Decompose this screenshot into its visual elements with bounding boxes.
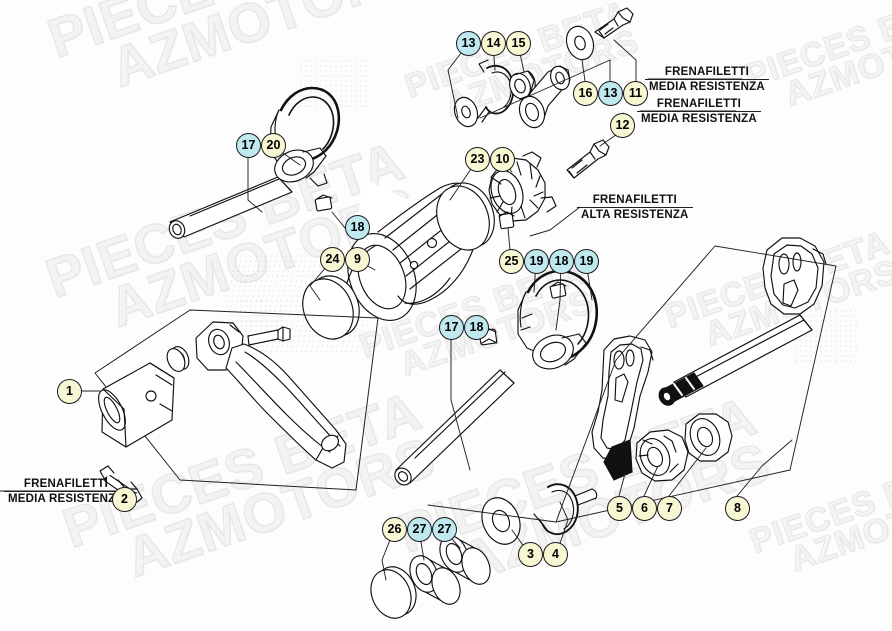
part-drum-shaft xyxy=(658,237,827,406)
part-ratchet-assembly xyxy=(635,413,733,482)
callout-18[interactable]: 18 xyxy=(345,215,370,240)
part-return-spring xyxy=(533,483,598,536)
callout-number: 23 xyxy=(470,152,485,167)
callout-number: 2 xyxy=(121,492,128,507)
part-stopper-5 xyxy=(603,439,633,481)
annotation-frenafiletti-media-3: FRENAFILETTI MEDIA RESISTENZA xyxy=(4,478,128,505)
callout-number: 19 xyxy=(529,254,544,269)
callout-27-b[interactable]: 27 xyxy=(432,517,457,542)
part-washer-3 xyxy=(481,497,521,545)
callout-number: 5 xyxy=(616,501,623,516)
callout-26[interactable]: 26 xyxy=(382,517,407,542)
annotation-line2: MEDIA RESISTENZA xyxy=(641,113,757,125)
callout-number: 4 xyxy=(552,547,559,562)
part-shift-rod-lower xyxy=(394,369,515,486)
callout-17-b[interactable]: 17 xyxy=(439,315,464,340)
annotation-line1: FRENAFILETTI xyxy=(4,478,128,492)
annotation-frenafiletti-media-1: FRENAFILETTI MEDIA RESISTENZA xyxy=(645,66,769,93)
annotation-line2: MEDIA RESISTENZA xyxy=(649,81,765,93)
part-bearing-stack xyxy=(370,535,491,619)
callout-number: 6 xyxy=(641,501,648,516)
callout-number: 24 xyxy=(325,252,340,267)
callout-number: 1 xyxy=(66,384,73,399)
callout-number: 16 xyxy=(578,86,593,101)
annotation-frenafiletti-media-2: FRENAFILETTI MEDIA RESISTENZA xyxy=(637,98,761,125)
callout-16[interactable]: 16 xyxy=(573,81,598,106)
callout-13[interactable]: 13 xyxy=(456,31,481,56)
callout-number: 14 xyxy=(486,36,501,51)
callout-number: 8 xyxy=(734,501,741,516)
callout-27[interactable]: 27 xyxy=(407,517,432,542)
annotation-line1: FRENAFILETTI xyxy=(577,194,693,208)
callout-number: 15 xyxy=(511,36,526,51)
callout-17[interactable]: 17 xyxy=(236,133,261,158)
part-shift-fork-middle xyxy=(517,269,598,370)
annotation-line2: MEDIA RESISTENZA xyxy=(8,493,124,505)
callout-number: 18 xyxy=(469,320,484,335)
callout-number: 17 xyxy=(444,320,459,335)
callout-3[interactable]: 3 xyxy=(518,542,543,567)
callout-number: 7 xyxy=(666,501,673,516)
part-index-plate xyxy=(488,151,557,222)
callout-number: 18 xyxy=(554,254,569,269)
callout-13-b[interactable]: 13 xyxy=(598,81,623,106)
callout-number: 18 xyxy=(350,220,365,235)
annotation-line1: FRENAFILETTI xyxy=(637,98,761,112)
annotation-frenafiletti-alta: FRENAFILETTI ALTA RESISTENZA xyxy=(577,194,693,221)
callout-number: 12 xyxy=(615,118,630,133)
callout-8[interactable]: 8 xyxy=(725,496,750,521)
callout-number: 11 xyxy=(628,86,643,101)
callout-12[interactable]: 12 xyxy=(610,113,635,138)
part-detent-pin xyxy=(498,211,515,230)
callout-number: 27 xyxy=(437,522,452,537)
annotation-line2: ALTA RESISTENZA xyxy=(581,209,689,221)
part-bolt-12 xyxy=(566,139,610,179)
callout-number: 13 xyxy=(461,36,476,51)
callout-15[interactable]: 15 xyxy=(506,31,531,56)
callout-18-c[interactable]: 18 xyxy=(464,315,489,340)
callout-9[interactable]: 9 xyxy=(345,247,370,272)
part-shift-rod-upper xyxy=(168,171,297,239)
callout-20[interactable]: 20 xyxy=(261,133,286,158)
callout-number: 27 xyxy=(412,522,427,537)
callout-14[interactable]: 14 xyxy=(481,31,506,56)
part-drum-bearing xyxy=(302,275,360,340)
annotation-line1: FRENAFILETTI xyxy=(645,66,769,80)
callout-number: 17 xyxy=(241,138,256,153)
callout-4[interactable]: 4 xyxy=(543,542,568,567)
group-outline-3-4 xyxy=(427,504,557,523)
callout-number: 9 xyxy=(354,252,361,267)
callout-11[interactable]: 11 xyxy=(623,81,648,106)
part-top-linkage-group xyxy=(453,7,634,129)
callout-23[interactable]: 23 xyxy=(465,147,490,172)
callout-5[interactable]: 5 xyxy=(607,496,632,521)
part-seal-ring xyxy=(436,182,495,251)
callout-number: 26 xyxy=(387,522,402,537)
part-shift-pedal-assembly xyxy=(94,309,379,503)
callout-number: 13 xyxy=(603,86,618,101)
callout-24[interactable]: 24 xyxy=(320,247,345,272)
callout-19-b[interactable]: 19 xyxy=(574,249,599,274)
callout-1[interactable]: 1 xyxy=(57,379,82,404)
callout-number: 19 xyxy=(579,254,594,269)
callout-number: 10 xyxy=(495,152,510,167)
callout-25[interactable]: 25 xyxy=(499,249,524,274)
callout-number: 3 xyxy=(527,547,534,562)
callout-number: 25 xyxy=(504,254,519,269)
callout-18-b[interactable]: 18 xyxy=(549,249,574,274)
callout-number: 20 xyxy=(266,138,281,153)
part-shift-fork-right xyxy=(591,335,654,461)
callout-19[interactable]: 19 xyxy=(524,249,549,274)
callout-2[interactable]: 2 xyxy=(112,487,137,512)
callout-6[interactable]: 6 xyxy=(632,496,657,521)
callout-10[interactable]: 10 xyxy=(490,147,515,172)
callout-7[interactable]: 7 xyxy=(657,496,682,521)
